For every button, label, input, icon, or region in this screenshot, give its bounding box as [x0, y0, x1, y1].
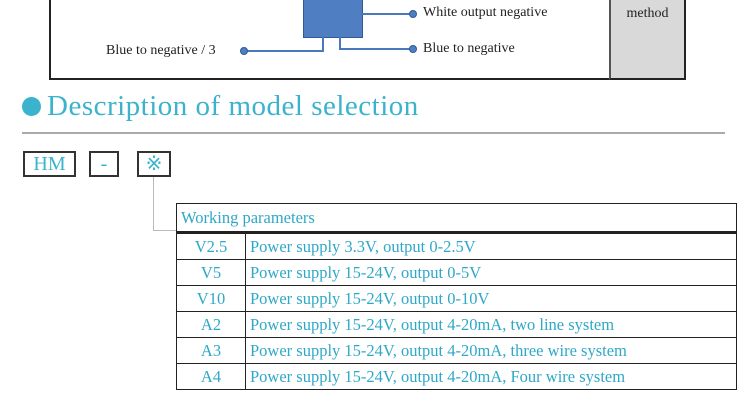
row-desc: Power supply 15-24V, output 4-20mA, Four…	[245, 363, 737, 390]
section-heading: Description of model selection	[22, 90, 419, 123]
row-code: A3	[176, 337, 246, 364]
wiring-diagram	[49, 0, 685, 80]
white-output-label: White output negative	[423, 5, 548, 20]
wire-blue	[339, 36, 341, 50]
method-label: method	[626, 6, 669, 21]
table-header: Working parameters	[176, 203, 737, 234]
method-column: method	[609, 0, 686, 80]
blue-negative-3-label: Blue to negative / 3	[106, 43, 216, 58]
row-desc: Power supply 3.3V, output 0-2.5V	[245, 232, 737, 260]
section-title: Description of model selection	[47, 90, 419, 122]
row-code: V10	[176, 285, 246, 312]
blue-negative-label: Blue to negative	[423, 41, 515, 56]
wire-blue-3	[322, 36, 324, 52]
terminal-icon	[409, 10, 417, 18]
row-desc: Power supply 15-24V, output 4-20mA, thre…	[245, 337, 737, 364]
row-code: V2.5	[176, 232, 246, 260]
row-desc: Power supply 15-24V, output 4-20mA, two …	[245, 311, 737, 338]
terminal-icon	[240, 47, 248, 55]
bullet-icon	[22, 97, 41, 116]
wire-blue	[339, 48, 411, 50]
sensor-chip	[303, 0, 363, 38]
row-code: A2	[176, 311, 246, 338]
terminal-icon	[409, 45, 417, 53]
model-prefix-box: HM	[23, 151, 76, 177]
connector-line	[153, 230, 176, 231]
row-desc: Power supply 15-24V, output 0-10V	[245, 285, 737, 312]
row-desc: Power supply 15-24V, output 0-5V	[245, 259, 737, 286]
row-code: A4	[176, 363, 246, 390]
wire-blue-3	[246, 50, 324, 52]
model-dash-box: -	[89, 151, 119, 177]
wire-white	[361, 13, 411, 15]
row-code: V5	[176, 259, 246, 286]
connector-line	[153, 177, 154, 230]
divider	[22, 132, 725, 134]
model-variant-box: ※	[137, 151, 171, 177]
